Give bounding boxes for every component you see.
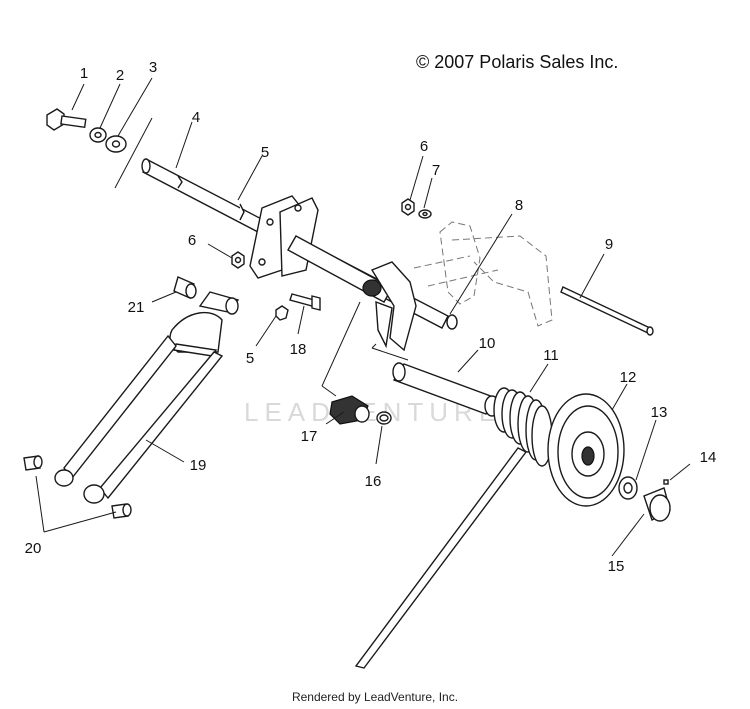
- callout-14: 14: [700, 449, 717, 466]
- washer-part-3: [105, 135, 127, 153]
- fitting-part-5: [275, 305, 289, 321]
- set-screw-part-14: [663, 479, 669, 485]
- pin-part-9: [560, 286, 654, 336]
- callout-17: 17: [301, 428, 318, 445]
- washer-part-7: [418, 209, 432, 219]
- callout-5-upper: 5: [261, 144, 269, 161]
- screw-part-18: [289, 293, 321, 311]
- callout-13: 13: [651, 404, 668, 421]
- axis-line: [114, 117, 153, 189]
- callout-2: 2: [116, 67, 124, 84]
- callout-3: 3: [149, 59, 157, 76]
- callout-5-lower: 5: [246, 350, 254, 367]
- callout-16: 16: [365, 473, 382, 490]
- block-part-17: [329, 395, 370, 425]
- callout-8: 8: [515, 197, 523, 214]
- washer-part-13: [618, 476, 638, 500]
- callout-19: 19: [190, 457, 207, 474]
- callout-15: 15: [608, 558, 625, 575]
- reference-bracket-outline: [413, 221, 553, 327]
- callout-21: 21: [128, 299, 145, 316]
- o-ring-part-16: [376, 411, 392, 425]
- bolt-part-1: [46, 108, 87, 131]
- callout-labels: 1 2 3 4 5 6 7 8 9 6 21 5 18 10 11 12 13 …: [25, 59, 717, 575]
- callout-9: 9: [605, 236, 613, 253]
- spring-part-11: [354, 387, 553, 669]
- callout-10: 10: [479, 335, 496, 352]
- tube-part-10: [392, 362, 500, 417]
- nut-part-6-left: [231, 251, 245, 269]
- callout-18: 18: [290, 341, 307, 358]
- nut-part-6-upper: [401, 198, 415, 216]
- washer-part-2: [89, 127, 107, 143]
- callout-1: 1: [80, 65, 88, 82]
- callout-20: 20: [25, 540, 42, 557]
- bushing-part-21: [173, 276, 197, 299]
- arm-part-19: [54, 291, 240, 504]
- callout-6-upper: 6: [420, 138, 428, 155]
- callout-6-left: 6: [188, 232, 196, 249]
- callout-11: 11: [543, 347, 559, 364]
- bushings-part-20: [23, 455, 132, 519]
- shaft-assembly-part-4-5: [141, 158, 458, 352]
- callout-7: 7: [432, 162, 440, 179]
- callout-12: 12: [620, 369, 637, 386]
- pulley-part-12: [547, 393, 625, 507]
- collar-part-15: [643, 487, 671, 522]
- leader-lines: [35, 77, 691, 557]
- callout-4: 4: [192, 109, 200, 126]
- footer-credit: Rendered by LeadVenture, Inc.: [291, 690, 459, 704]
- copyright-text: © 2007 Polaris Sales Inc.: [416, 52, 619, 72]
